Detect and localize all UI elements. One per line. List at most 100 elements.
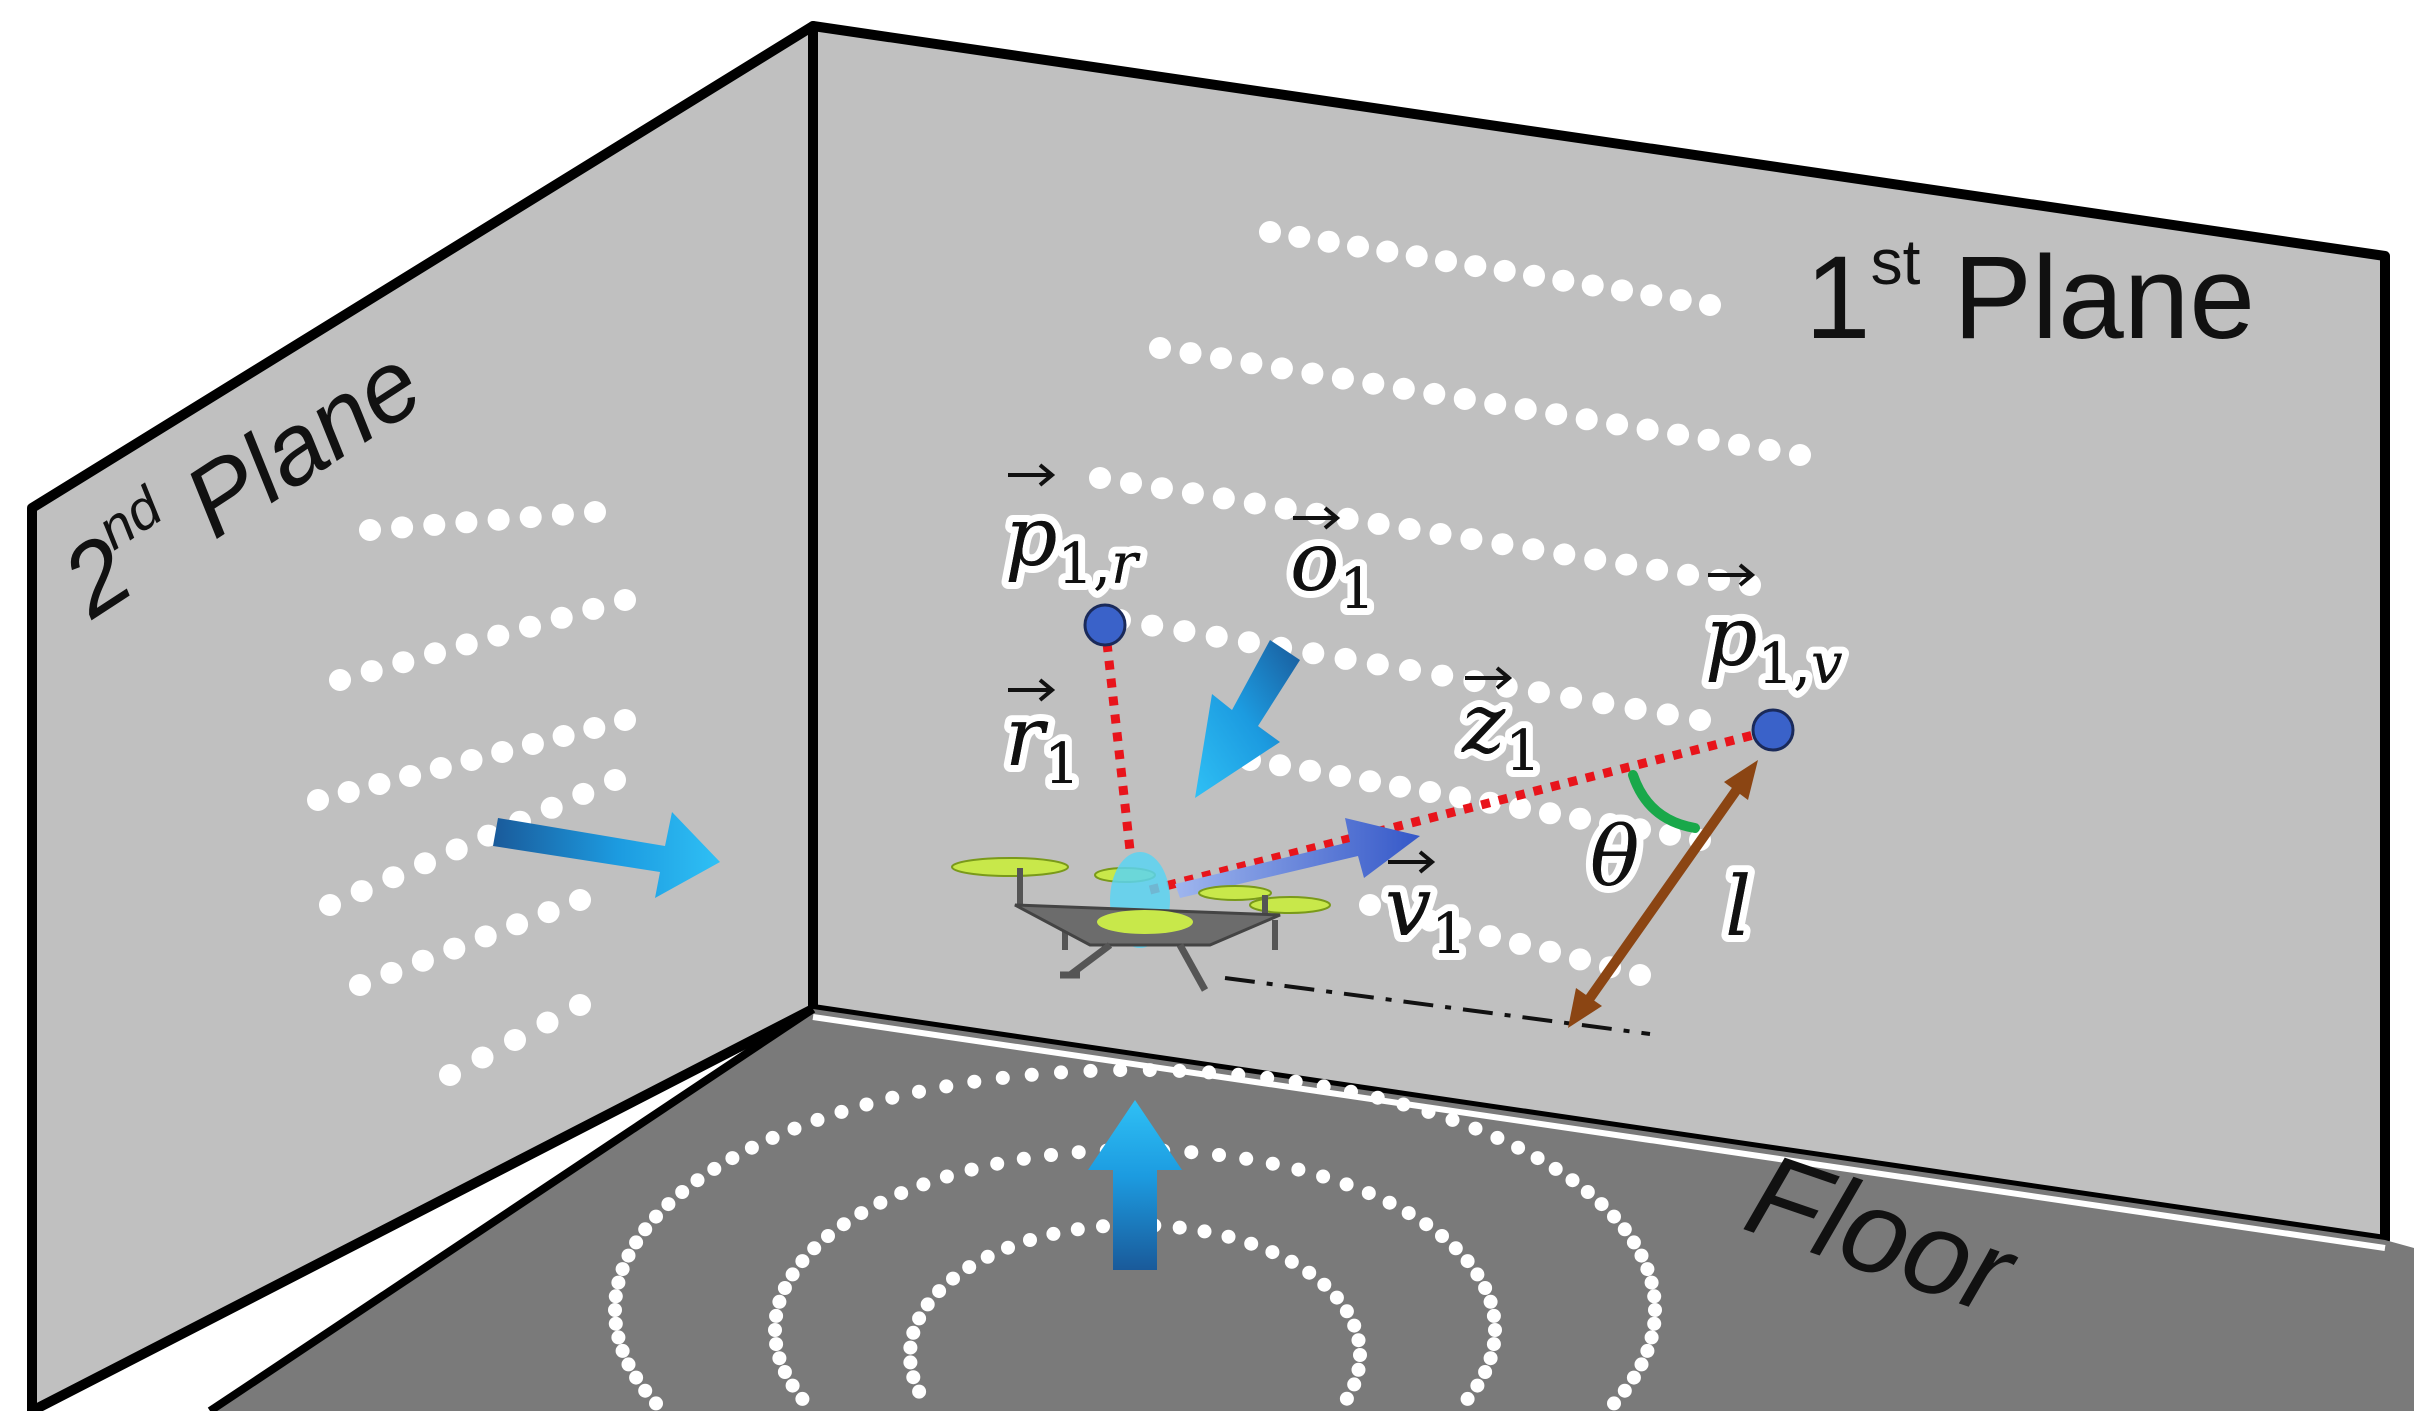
pattern-dot <box>1316 1169 1331 1184</box>
second-plane-arrow <box>493 812 720 898</box>
pattern-dot <box>1016 1151 1031 1166</box>
pattern-dot <box>392 651 415 674</box>
pattern-dot <box>1401 1206 1416 1221</box>
pattern-dot <box>307 789 329 811</box>
pattern-dot <box>429 757 452 779</box>
pattern-dot <box>912 1311 927 1326</box>
pattern-dot <box>1606 413 1629 436</box>
pattern-dot <box>368 773 391 795</box>
label-theta: θ θ <box>1583 803 1646 912</box>
pattern-dot <box>1329 765 1351 787</box>
svg-text:z1: z1 <box>1461 677 1541 784</box>
pattern-dot <box>1347 1318 1362 1333</box>
pattern-dot <box>1347 1377 1362 1392</box>
floor-plane <box>210 1009 2414 1411</box>
pattern-dot <box>1491 533 1514 556</box>
pattern-dot <box>1656 703 1679 726</box>
pattern-dot <box>821 1229 835 1243</box>
pattern-dot <box>360 660 383 683</box>
dash-dot-baseline <box>1224 976 1651 1036</box>
pattern-dot <box>1493 259 1516 282</box>
label-v1: v1 v1 <box>1378 850 1474 974</box>
pattern-dot <box>990 1156 1005 1171</box>
pattern-dot <box>1359 894 1381 916</box>
pattern-dot <box>1646 558 1669 581</box>
pattern-dot <box>1339 1304 1354 1319</box>
pattern-dot <box>608 1289 623 1304</box>
label-r1: r1 r1 <box>998 678 1087 804</box>
pattern-dot <box>604 769 626 791</box>
first-plane-dot-pattern <box>1089 221 1811 986</box>
svg-text:p1,v: p1,v <box>1705 590 1843 697</box>
pattern-dot <box>1435 1229 1449 1243</box>
pattern-dot <box>1509 932 1531 955</box>
pattern-dot <box>1640 1262 1655 1277</box>
pattern-dot <box>1468 1121 1483 1136</box>
pattern-dot <box>1336 507 1359 530</box>
svg-text:z1: z1 <box>1461 677 1541 784</box>
pattern-dot <box>1677 563 1700 586</box>
pattern-dot <box>1522 538 1545 561</box>
pattern-dot <box>785 1267 800 1282</box>
pattern-dot <box>939 1169 954 1184</box>
pattern-dot <box>1560 686 1583 709</box>
pattern-dot <box>1449 786 1471 809</box>
pattern-dot <box>1210 347 1232 370</box>
pattern-dot <box>1221 1229 1236 1244</box>
pattern-dot <box>621 1357 636 1372</box>
pattern-dot <box>550 606 573 629</box>
svg-text:θ: θ <box>1590 810 1639 905</box>
pattern-dot <box>1367 512 1390 535</box>
pattern-dot <box>1484 393 1507 415</box>
pattern-dot <box>477 824 500 847</box>
pattern-dot <box>768 1323 782 1337</box>
r1-dotted-line <box>1100 624 1135 851</box>
length-arrow <box>1568 760 1758 1028</box>
label-o1: o1 o1 <box>1283 506 1382 629</box>
pattern-dot <box>1212 487 1235 510</box>
pattern-dot <box>455 511 478 534</box>
pattern-dot <box>536 1011 559 1034</box>
pattern-dot <box>939 1079 954 1094</box>
pattern-dot <box>1617 1383 1632 1398</box>
pattern-dot <box>980 1249 995 1264</box>
pattern-dot <box>608 1303 622 1317</box>
pattern-dot <box>423 513 446 536</box>
pattern-dot <box>1259 221 1281 243</box>
pattern-dot <box>1545 403 1568 426</box>
pattern-dot <box>777 1365 792 1379</box>
pattern-dot <box>1669 289 1692 312</box>
pattern-dot <box>1265 1156 1280 1171</box>
pattern-dot <box>583 717 606 739</box>
svg-text:l: l <box>1725 860 1751 955</box>
pattern-dot <box>1396 1097 1411 1112</box>
pattern-dot <box>424 642 446 665</box>
pattern-dot <box>1331 367 1354 390</box>
pattern-dot <box>380 961 403 984</box>
pattern-dot <box>661 1197 676 1212</box>
pattern-dot <box>1317 1277 1332 1292</box>
pattern-dot <box>1334 647 1357 670</box>
pattern-dot <box>1071 1145 1086 1160</box>
pattern-dot <box>414 852 436 875</box>
pattern-dot <box>1361 1186 1376 1201</box>
pattern-dot <box>1046 1226 1061 1241</box>
pattern-dot <box>1581 274 1604 297</box>
pattern-dot <box>1299 759 1321 782</box>
pattern-dot <box>1317 230 1340 253</box>
pattern-dot <box>629 1370 644 1385</box>
pattern-dot <box>1181 482 1204 505</box>
pattern-dot <box>584 501 606 523</box>
pattern-dot <box>1291 1162 1306 1177</box>
floor-arrow <box>1088 1100 1182 1270</box>
pattern-dot <box>1172 1220 1187 1235</box>
pattern-dot <box>1463 670 1486 693</box>
pattern-dot <box>382 866 405 889</box>
pattern-dot <box>629 1235 644 1250</box>
pattern-dot <box>1640 284 1663 307</box>
pattern-dot <box>903 1340 918 1355</box>
pattern-dot <box>1113 1063 1128 1078</box>
pattern-dot <box>445 838 468 861</box>
pattern-dot <box>1382 1195 1397 1210</box>
pattern-dot <box>1366 653 1389 676</box>
